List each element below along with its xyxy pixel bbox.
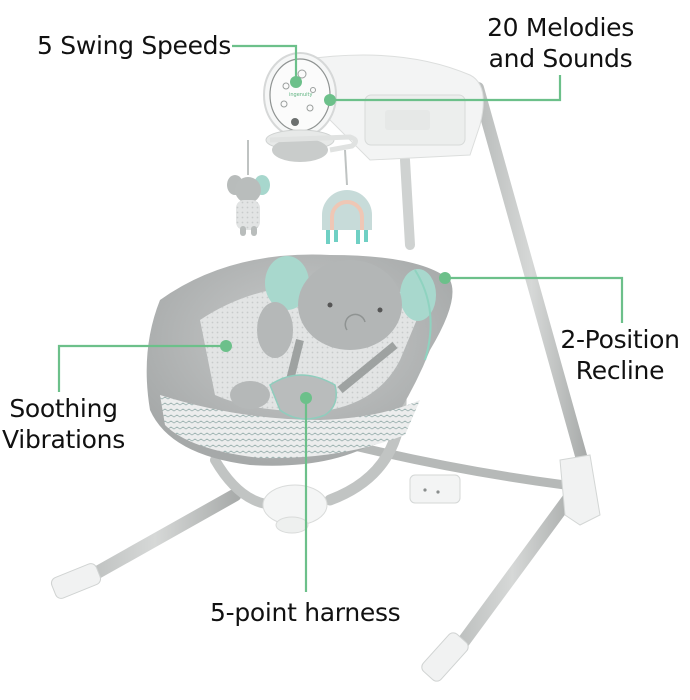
callout-melodies-line1: 20 Melodies: [487, 13, 634, 42]
callout-lines: [57, 44, 624, 592]
callout-recline-line1: 2-Position: [560, 325, 680, 354]
control-dial: ingenuity: [263, 52, 358, 162]
callout-harness-text: 5-point harness: [210, 598, 401, 627]
callout-vibrations-line2: Vibrations: [2, 425, 125, 454]
leader-recline: [445, 276, 624, 323]
callout-swing-speeds: 5 Swing Speeds: [37, 30, 231, 61]
callout-recline: 2-Position Recline: [540, 324, 690, 386]
svg-text:ingenuity: ingenuity: [289, 92, 312, 98]
callout-harness: 5-point harness: [210, 597, 401, 628]
callout-melodies: 20 Melodies and Sounds: [478, 12, 643, 74]
callout-vibrations-line1: Soothing: [9, 394, 118, 423]
callout-melodies-line2: and Sounds: [488, 44, 633, 73]
callout-recline-line2: Recline: [575, 356, 665, 385]
callout-dots: [220, 76, 451, 404]
leader-melodies: [330, 75, 562, 102]
leader-swing-speeds: [232, 44, 298, 82]
callout-swing-speeds-text: 5 Swing Speeds: [37, 31, 231, 60]
top-arm: [299, 54, 484, 161]
callout-vibrations: Soothing Vibrations: [0, 393, 131, 455]
plush-elephant-toy: [227, 140, 270, 236]
elephant-seat: [146, 254, 453, 466]
leader-vibrations: [57, 344, 226, 392]
rainbow-toy: [322, 149, 372, 244]
